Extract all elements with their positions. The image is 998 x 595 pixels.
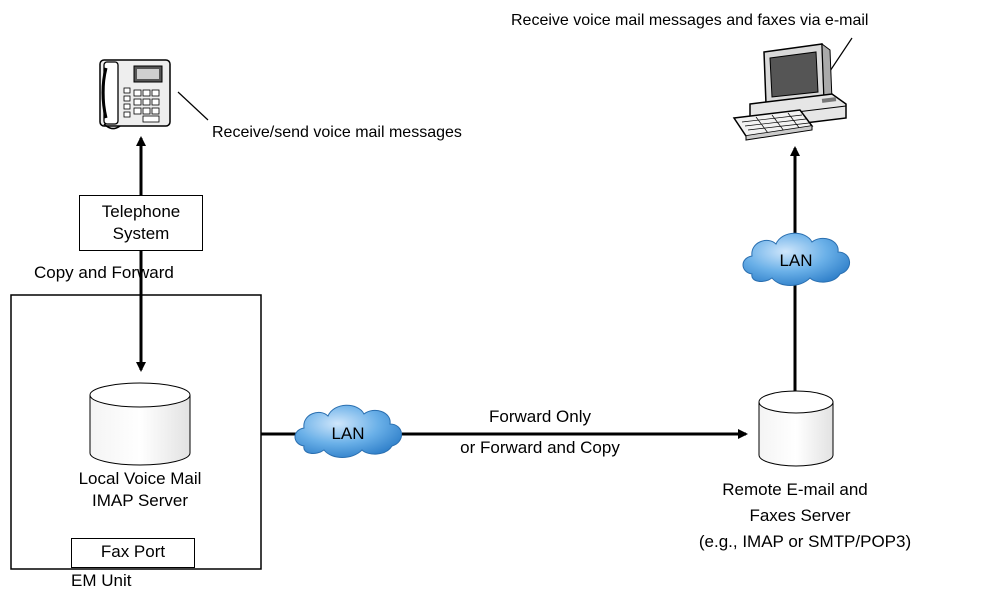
lan-left-label: LAN	[331, 424, 365, 443]
fax-port-box: Fax Port	[71, 538, 195, 568]
remote-server-label-line3: (e.g., IMAP or SMTP/POP3)	[698, 532, 912, 551]
phone-caption: Receive/send voice mail messages	[212, 124, 462, 141]
telephone-system-box: Telephone System	[79, 195, 203, 251]
telephone-icon	[99, 59, 171, 130]
lan-right-label: LAN	[779, 251, 813, 270]
remote-server-label-line2: Faxes Server	[749, 506, 851, 525]
telephone-system-label-line1: Telephone	[101, 202, 181, 221]
forward-only-label-line1: Forward Only	[488, 407, 592, 426]
local-server-label-line1: Local Voice Mail	[78, 469, 202, 488]
forward-only-label-line2: or Forward and Copy	[460, 438, 620, 457]
lan-cloud-right-icon	[742, 232, 850, 286]
em-unit-label: EM Unit	[71, 571, 132, 590]
fax-port-label: Fax Port	[100, 542, 166, 561]
local-server-label-line2: IMAP Server	[91, 491, 189, 510]
phone-leader-line	[177, 91, 209, 121]
lan-cloud-left-icon	[294, 404, 402, 458]
em-unit-box	[10, 294, 262, 570]
local-database-icon	[89, 382, 191, 466]
computer-leader-line	[827, 37, 853, 75]
remote-server-label-line1: Remote E-mail and	[722, 480, 868, 499]
remote-database-icon	[758, 390, 834, 467]
computer-icon	[732, 42, 847, 141]
telephone-system-label-line2: System	[112, 224, 170, 243]
computer-caption: Receive voice mail messages and faxes vi…	[511, 12, 869, 29]
copy-forward-label: Copy and Forward	[34, 263, 174, 282]
